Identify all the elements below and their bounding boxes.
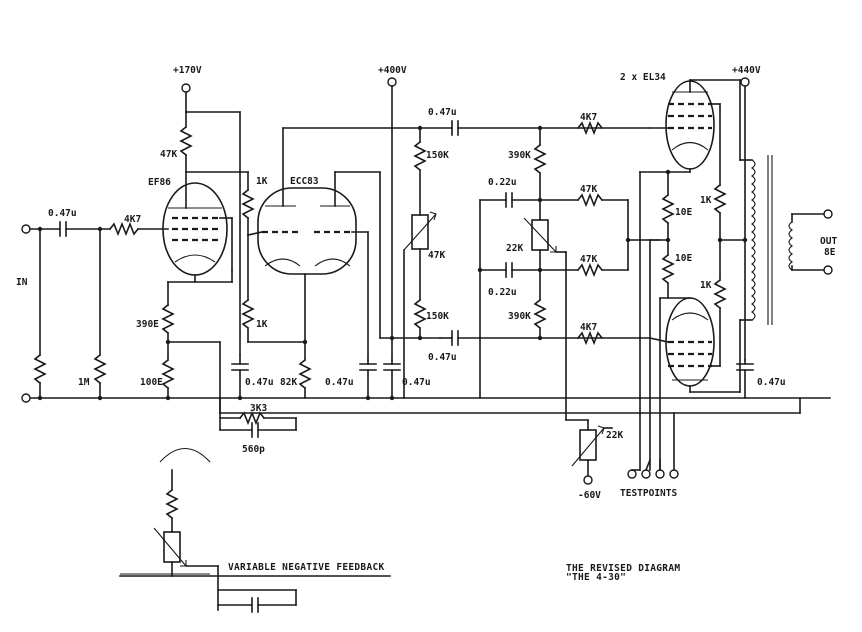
output-grid-stoppers (576, 120, 604, 346)
label-c-out-bypass: 0.47u (757, 377, 786, 388)
testpoint-4[interactable] (669, 469, 679, 479)
supply-400v-terminal[interactable] (387, 77, 397, 87)
caption-revised-line2: "THE 4-30" (566, 572, 626, 583)
label-r-ecc83-1k-top: 1K (256, 176, 268, 187)
ecc83-stage (241, 77, 441, 401)
label-c-decouple-b: 0.47u (402, 377, 431, 388)
testpoint-1[interactable] (627, 469, 637, 479)
label-ef86: EF86 (148, 177, 171, 188)
output-terminal-top[interactable] (823, 209, 833, 219)
label-c-couple-bot: 0.47u (428, 352, 457, 363)
input-terminal-top[interactable] (21, 224, 31, 234)
supply-minus60v-terminal[interactable] (583, 475, 593, 485)
bias-supply (565, 419, 613, 485)
label-in: IN (16, 277, 28, 288)
ef86-stage (161, 83, 255, 414)
label-testpoints: TESTPOINTS (620, 488, 677, 499)
label-440v: +440V (732, 65, 761, 76)
input-section (21, 221, 169, 403)
ground-bus (29, 397, 831, 414)
label-r-ef86-cath2: 100E (140, 377, 163, 388)
testpoint-2[interactable] (641, 469, 651, 479)
label-r-47k-top: 47K (580, 184, 597, 195)
caption-feedback: VARIABLE NEGATIVE FEEDBACK (228, 562, 385, 573)
label-r-47k-bot: 47K (580, 254, 597, 265)
label-r-1k-screen-bot: 1K (700, 280, 712, 291)
label-c-022-top: 0.22u (488, 177, 517, 188)
label-c-couple-top: 0.47u (428, 107, 457, 118)
label-170v: +170V (173, 65, 202, 76)
label-r-4k7-bot: 4K7 (580, 322, 597, 333)
label-r-1k-screen-top: 1K (700, 195, 712, 206)
supply-170v-terminal[interactable] (181, 83, 191, 93)
label-r-390k-top: 390K (508, 150, 531, 161)
input-terminal-bottom[interactable] (21, 393, 31, 403)
label-pot-bias-22k: 22K (606, 430, 623, 441)
label-r-in-leak: 1M (78, 377, 90, 388)
feedback-network (219, 410, 297, 438)
label-ecc83: ECC83 (290, 176, 319, 187)
testpoints (627, 412, 679, 479)
label-r-fb: 3K3 (250, 403, 267, 414)
label-out-line2: 8E (824, 247, 836, 258)
label-r-150k-top: 150K (426, 150, 449, 161)
label-c-fb: 560p (242, 444, 265, 455)
label-c-022-bot: 0.22u (488, 287, 517, 298)
label-r-ecc83-82k: 82K (280, 377, 297, 388)
label-r-10e-bot: 10E (675, 253, 692, 264)
coupling-network (403, 120, 651, 399)
label-r-grid-stop: 4K7 (124, 214, 141, 225)
output-terminal-bottom[interactable] (823, 265, 833, 275)
label-c-in: 0.47u (48, 208, 77, 219)
label-el34: 2 x EL34 (620, 72, 666, 83)
label-pot-22k-bias-bal: 22K (506, 243, 523, 254)
testpoint-3[interactable] (655, 469, 665, 479)
label-pot-balance: 47K (428, 250, 445, 261)
label-r-390k-bot: 390K (508, 311, 531, 322)
labels: +170V +400V +440V -60V EF86 ECC83 2 x EL… (16, 65, 837, 583)
label-r-150k-bot: 150K (426, 311, 449, 322)
supply-440v-terminal[interactable] (740, 77, 750, 87)
label-c-ef86-screen: 0.47u (245, 377, 274, 388)
label-r-ecc83-1k-bot: 1K (256, 319, 268, 330)
label-r-ef86-plate: 47K (160, 149, 177, 160)
label-minus60v: -60V (578, 490, 601, 501)
output-stage (639, 79, 746, 471)
bias-network (477, 125, 661, 421)
label-400v: +400V (378, 65, 407, 76)
feedback-inset (119, 448, 391, 613)
caption-revised-line1: THE REVISED DIAGRAM (566, 563, 680, 574)
label-c-ecc83-decouple: 0.47u (325, 377, 354, 388)
label-r-4k7-top: 4K7 (580, 112, 597, 123)
label-out-line1: OUT (820, 236, 837, 247)
label-r-ef86-cath1: 390E (136, 319, 159, 330)
label-r-10e-top: 10E (675, 207, 692, 218)
output-transformer (736, 77, 833, 399)
